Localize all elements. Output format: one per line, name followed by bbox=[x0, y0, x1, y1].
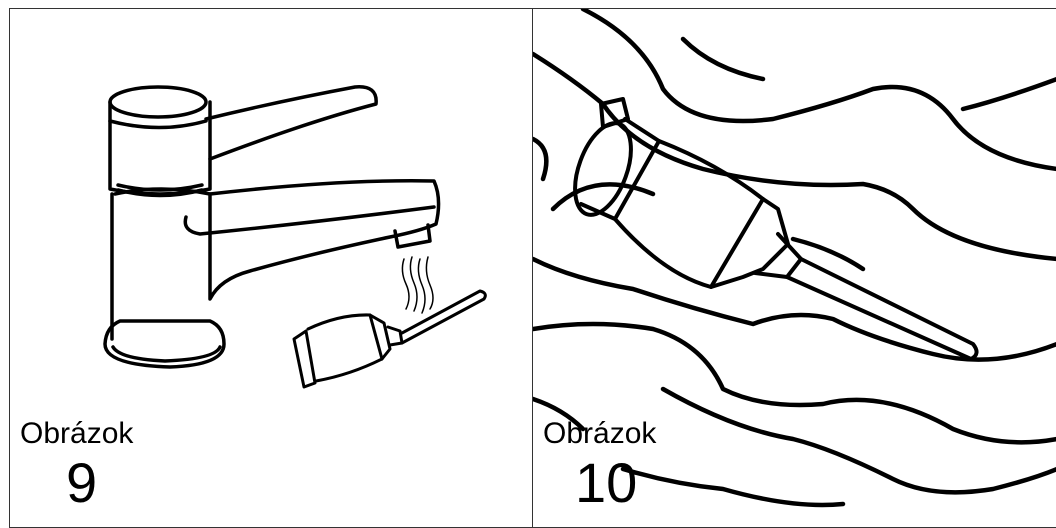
applicator-in-hair-icon bbox=[533, 9, 1056, 508]
figure-number: 10 bbox=[575, 451, 638, 514]
figure-panel-10: Obrázok 10 bbox=[532, 8, 1056, 528]
figure-caption-10: Obrázok 10 bbox=[543, 419, 656, 511]
figure-caption-9: Obrázok 9 bbox=[20, 419, 133, 511]
faucet-rinsing-applicator-icon bbox=[103, 85, 487, 389]
figure-caption-word: Obrázok bbox=[20, 417, 134, 450]
figure-number: 9 bbox=[66, 451, 98, 514]
figure-caption-word: Obrázok bbox=[543, 417, 657, 450]
figure-panel-9: Obrázok 9 bbox=[9, 8, 532, 528]
